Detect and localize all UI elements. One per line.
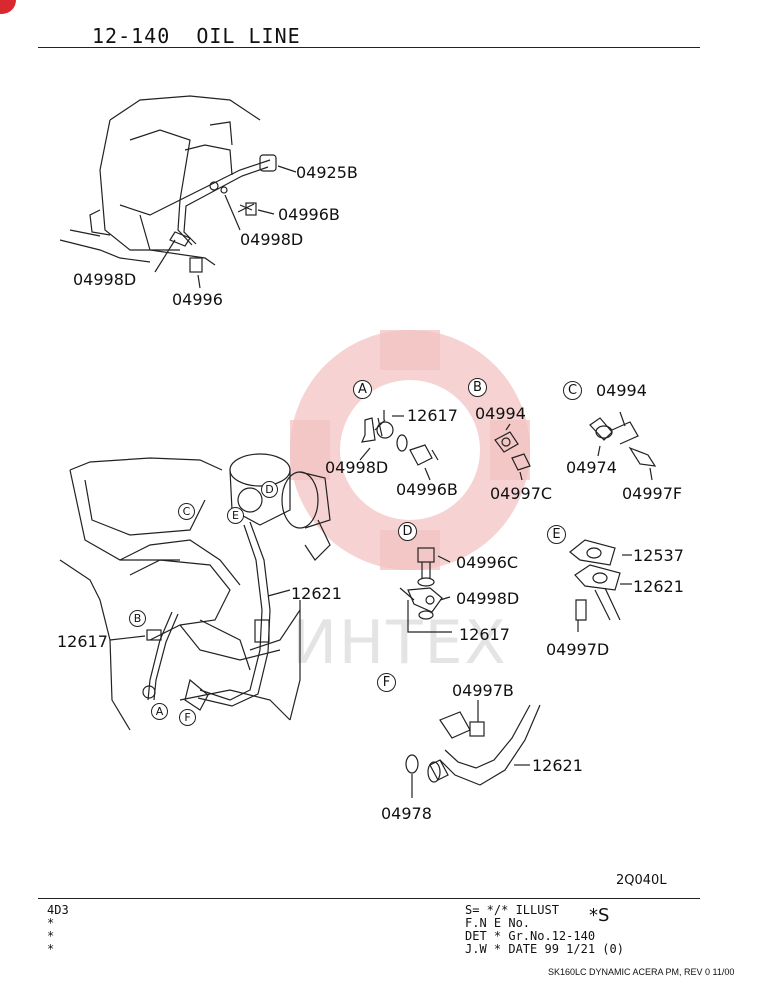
part-label: 04974 — [566, 458, 617, 477]
footer-line: J.W * DATE 99 1/21 (0) — [465, 942, 624, 956]
footer-line: F.N E No. — [465, 916, 531, 930]
detail-c-fitting — [589, 411, 657, 481]
detail-b-letter: B — [468, 378, 487, 397]
footer-star: * — [47, 942, 55, 956]
callout-c: C — [178, 503, 195, 520]
main-engine-block — [59, 457, 301, 731]
part-label: 04998D — [240, 230, 304, 249]
detail-f-letter: F — [377, 673, 396, 692]
page-title: 12-140 OIL LINE — [92, 24, 301, 48]
detail-e-letter: E — [547, 525, 566, 544]
detail-c-letter: C — [563, 381, 582, 400]
part-label: 04998D — [456, 589, 520, 608]
part-label: 12617 — [407, 406, 458, 425]
footer-line: DET * Gr.No.12-140 — [465, 929, 596, 943]
part-label: 04996B — [278, 205, 340, 224]
detail-a-letter: A — [353, 380, 372, 399]
watermark-text: ИНТЕХ — [292, 608, 508, 678]
part-label: 04997D — [546, 640, 610, 659]
footer-star: * — [47, 916, 55, 930]
footer-model: 4D3 — [47, 903, 69, 917]
top-engine-block — [59, 95, 261, 266]
part-label: 04997B — [452, 681, 514, 700]
callout-b: B — [129, 610, 146, 627]
footer-star: * — [47, 929, 55, 943]
footer-rule — [38, 898, 700, 899]
detail-e-fitting — [569, 539, 632, 632]
illust-number: *S — [589, 905, 610, 926]
part-label: 04997C — [490, 484, 553, 503]
top-oil-pipe — [154, 154, 297, 289]
callout-d: D — [261, 481, 278, 498]
part-label: 04925B — [296, 163, 358, 182]
part-label: 04998D — [73, 270, 137, 289]
turbocharger — [229, 453, 331, 561]
detail-b-fitting — [494, 423, 531, 481]
part-label: 04996C — [456, 553, 519, 572]
part-label: 04994 — [596, 381, 647, 400]
detail-a-fitting — [359, 410, 439, 481]
main-oil-pipes — [109, 521, 291, 711]
part-label: 12617 — [57, 632, 108, 651]
callout-f: F — [179, 709, 196, 726]
callout-e: E — [227, 507, 244, 524]
part-label: 12617 — [459, 625, 510, 644]
part-label: 04996 — [172, 290, 223, 309]
detail-f-fitting — [405, 700, 541, 798]
part-label: 04978 — [381, 804, 432, 823]
callout-a: A — [151, 703, 168, 720]
part-label: 04996B — [396, 480, 458, 499]
source-note: SK160LC DYNAMIC ACERA PM, REV 0 11/00 — [548, 967, 735, 977]
detail-d-fitting — [399, 547, 452, 633]
footer-line: S= */* ILLUST — [465, 903, 559, 917]
part-label: 12621 — [633, 577, 684, 596]
part-label: 04994 — [475, 404, 526, 423]
detail-d-letter: D — [398, 522, 417, 541]
part-label: 04998D — [325, 458, 389, 477]
header-rule — [38, 47, 700, 48]
part-label: 12621 — [532, 756, 583, 775]
part-label: 12537 — [633, 546, 684, 565]
drawing-code: 2Q040L — [616, 873, 667, 888]
part-label: 12621 — [291, 584, 342, 603]
part-label: 04997F — [622, 484, 683, 503]
